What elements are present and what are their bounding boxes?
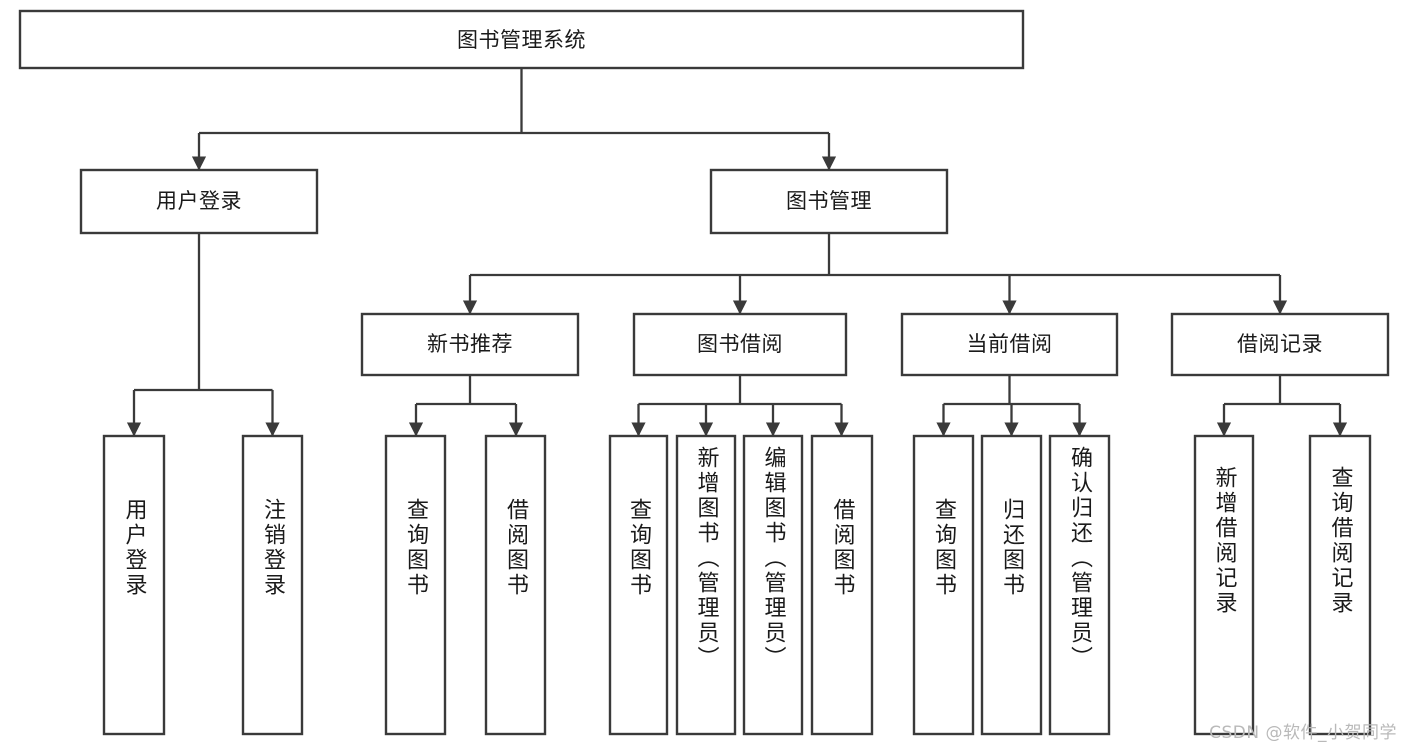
leaf-box-confirm-return-admin[interactable] xyxy=(1048,434,1111,736)
node-user-login-label: 用户登录 xyxy=(156,189,242,213)
leaf-box-borrow-book[interactable] xyxy=(810,434,874,736)
node-root-system[interactable]: 图书管理系统 xyxy=(18,9,1025,70)
node-current-borrow-label: 当前借阅 xyxy=(967,332,1053,356)
node-current-borrow[interactable]: 当前借阅 xyxy=(900,312,1119,377)
node-book-management[interactable]: 图书管理 xyxy=(709,168,949,235)
leaf-box-query-book-new[interactable] xyxy=(384,434,447,736)
leaf-box-return-book[interactable] xyxy=(980,434,1043,736)
node-book-management-label: 图书管理 xyxy=(786,189,872,213)
leaf-box-group xyxy=(102,434,1372,736)
node-current-borrow-box[interactable] xyxy=(900,312,1119,377)
connector-group xyxy=(126,68,1348,437)
leaf-box-query-book-current[interactable] xyxy=(912,434,975,736)
node-root-label: 图书管理系统 xyxy=(457,28,586,52)
leaf-box-add-borrow-record[interactable] xyxy=(1193,434,1255,736)
node-root-box[interactable] xyxy=(18,9,1025,70)
node-new-book-recommend[interactable]: 新书推荐 xyxy=(360,312,580,377)
leaf-box-query-book-borrow[interactable] xyxy=(608,434,669,736)
node-borrow-record-box[interactable] xyxy=(1170,312,1390,377)
node-new-book-recommend-label: 新书推荐 xyxy=(427,332,513,356)
node-book-borrow[interactable]: 图书借阅 xyxy=(632,312,848,377)
node-user-login-box[interactable] xyxy=(79,168,319,235)
leaf-box-edit-book-admin[interactable] xyxy=(742,434,804,736)
leaf-box-add-book-admin[interactable] xyxy=(675,434,737,736)
leaf-box-borrow-book-new[interactable] xyxy=(484,434,547,736)
node-book-borrow-box[interactable] xyxy=(632,312,848,377)
csdn-watermark: CSDN @软件_小贺同学 xyxy=(1209,723,1397,743)
leaf-box-user-login[interactable] xyxy=(102,434,166,736)
node-book-borrow-label: 图书借阅 xyxy=(697,332,783,356)
node-borrow-record[interactable]: 借阅记录 xyxy=(1170,312,1390,377)
node-new-book-recommend-box[interactable] xyxy=(360,312,580,377)
node-borrow-record-label: 借阅记录 xyxy=(1237,332,1323,356)
leaf-box-logout-login[interactable] xyxy=(241,434,304,736)
node-book-management-box[interactable] xyxy=(709,168,949,235)
node-user-login[interactable]: 用户登录 xyxy=(79,168,319,235)
leaf-box-query-borrow-record[interactable] xyxy=(1308,434,1372,736)
